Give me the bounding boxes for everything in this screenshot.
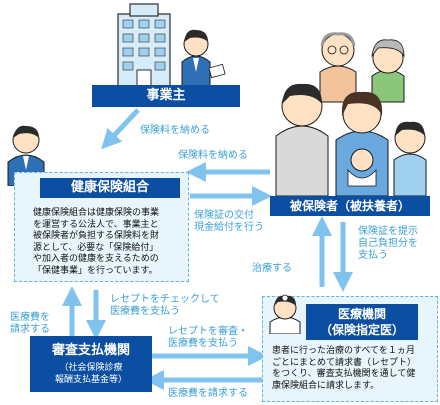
label-medical-to-reviewer: 医療費を請求する — [168, 388, 248, 399]
employer-title: 事業主 — [92, 85, 240, 107]
label-reviewer-to-insurer: 医療費を 請求する — [10, 312, 50, 335]
insurer-description: 健康保険組合は健康保険の事業 を運営する公法人で、事業主と 被保険者が負担する保… — [33, 208, 160, 276]
insurer-title: 健康保険組合 — [40, 178, 180, 198]
doctor-icon — [269, 294, 301, 334]
child-icon — [393, 121, 427, 196]
grandfather-icon — [319, 32, 357, 103]
medical-title: 医療機関 （保険指定医） — [306, 304, 418, 340]
label-reviewer-to-medical: レセプトを審査・ 医療費を支払う — [168, 326, 248, 349]
label-insured-to-medical: 保険証を提示 自己負担分を 支払う — [358, 226, 418, 261]
label-employer-to-insurer: 保険料を納める — [140, 125, 210, 136]
arrow-employer-to-insurer — [101, 108, 140, 150]
reviewer-subtitle: （社会保険診療 報酬支払基金等） — [54, 363, 127, 385]
employer-illustration — [117, 3, 226, 89]
businessman-icon — [181, 29, 226, 89]
family-illustration — [275, 32, 427, 196]
insured-title: 被保険者（被扶養者） — [270, 196, 430, 216]
baby-icon — [347, 148, 377, 187]
reviewer-box — [30, 336, 152, 392]
reviewer-title: 審査支払機関 — [51, 343, 130, 358]
grandmother-icon — [371, 39, 405, 103]
medical-description: 患者に行った治療のすべてを１ヵ月 ごとにまとめて請求書（レセプト） をつくり、審… — [272, 346, 417, 391]
label-insured-to-insurer: 保険料を納める — [178, 150, 248, 161]
father-icon — [275, 83, 329, 196]
label-insurer-to-insured: 保険証の交付 現金給付を行う — [194, 210, 264, 233]
label-medical-to-insured: 治療する — [252, 263, 292, 274]
office-building-icon — [117, 3, 171, 89]
label-insurer-to-reviewer: レセプトをチェックして 医療費を支払う — [110, 294, 220, 317]
